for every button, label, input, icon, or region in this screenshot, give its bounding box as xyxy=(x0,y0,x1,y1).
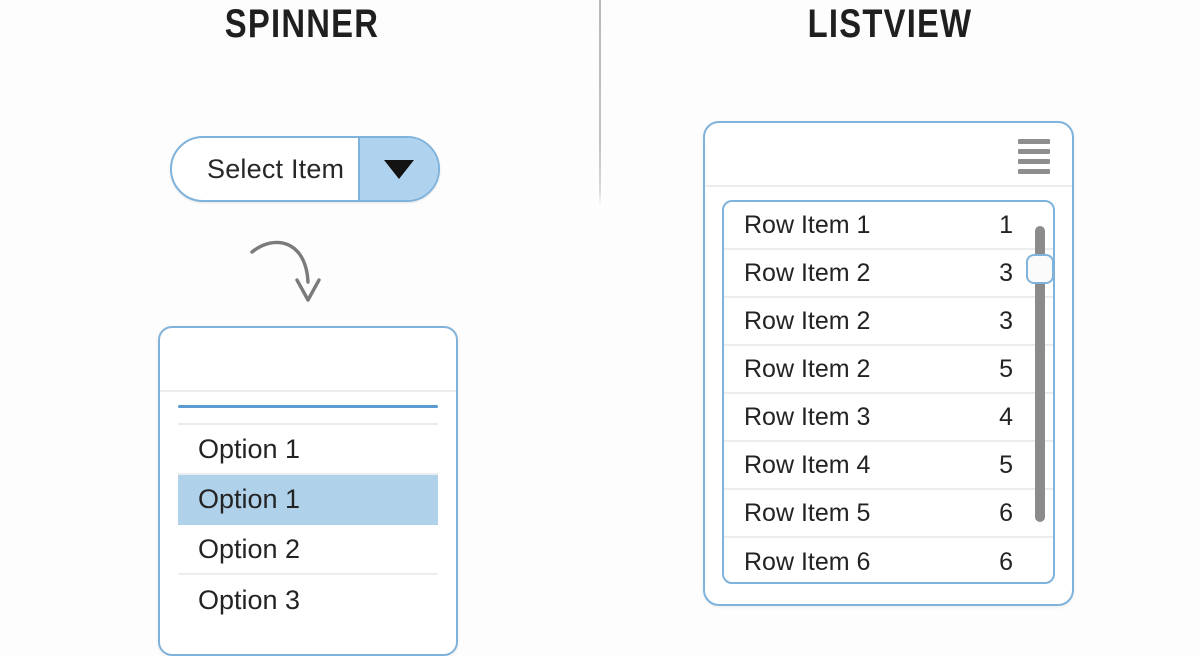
list-item[interactable]: Row Item 4 5 xyxy=(724,442,1053,490)
dropdown-header-rule xyxy=(160,390,456,392)
hamburger-menu-icon[interactable] xyxy=(1018,139,1050,174)
list-item[interactable]: Row Item 2 5 xyxy=(724,346,1053,394)
list-item[interactable]: Row Item 5 6 xyxy=(724,490,1053,538)
list-item-value: 4 xyxy=(999,402,1013,431)
caret-down-icon xyxy=(384,159,414,179)
spinner-select-button[interactable]: Select Item xyxy=(170,136,440,202)
list-item-label: Row Item 2 xyxy=(744,258,871,287)
listview-toolbar xyxy=(705,123,1072,187)
panel-divider xyxy=(599,0,601,206)
list-item-label: Row Item 2 xyxy=(744,306,871,335)
list-item-label: Row Item 1 xyxy=(744,210,871,239)
list-item-label: Row Item 3 xyxy=(744,402,871,431)
list-item[interactable]: Row Item 1 1 xyxy=(724,202,1053,250)
curved-arrow-icon xyxy=(250,240,321,302)
listview-panel-title: LISTVIEW xyxy=(807,2,973,46)
listview-listbox[interactable]: Row Item 1 1 Row Item 2 3 Row Item 2 3 R… xyxy=(722,200,1055,584)
list-item-value: 3 xyxy=(999,258,1013,287)
spinner-dropdown-panel[interactable]: Option 1 Option 1 Option 2 Option 3 xyxy=(158,326,458,656)
dropdown-faint-rule xyxy=(178,423,438,425)
list-item-label: Row Item 4 xyxy=(744,450,871,479)
list-item-label: Row Item 6 xyxy=(744,547,871,576)
dropdown-option-list: Option 1 Option 1 Option 2 Option 3 xyxy=(160,425,456,625)
list-item[interactable]: Row Item 2 3 xyxy=(724,250,1053,298)
list-item-label: Row Item 5 xyxy=(744,498,871,527)
list-item-value: 6 xyxy=(999,498,1013,527)
vertical-scrollbar[interactable] xyxy=(1035,226,1045,522)
list-item-value: 6 xyxy=(999,547,1013,576)
spinner-select-label: Select Item xyxy=(207,153,345,184)
spinner-dropdown-toggle[interactable] xyxy=(358,138,438,200)
list-item[interactable]: Row Item 2 3 xyxy=(724,298,1053,346)
dropdown-option-4[interactable]: Option 3 xyxy=(198,584,301,615)
scrollbar-thumb[interactable] xyxy=(1026,254,1054,284)
listview-card: Row Item 1 1 Row Item 2 3 Row Item 2 3 R… xyxy=(703,121,1074,606)
list-item[interactable]: Row Item 3 4 xyxy=(724,394,1053,442)
spinner-panel-title: SPINNER xyxy=(224,2,380,46)
dropdown-option-1[interactable]: Option 1 xyxy=(178,425,438,475)
list-item-value: 5 xyxy=(999,354,1013,383)
dropdown-header xyxy=(160,328,456,390)
list-item-value: 5 xyxy=(999,450,1013,479)
list-item-label: Row Item 2 xyxy=(744,354,871,383)
dropdown-option-2-selected[interactable]: Option 1 xyxy=(178,475,438,525)
list-item-value: 1 xyxy=(999,210,1013,239)
list-item[interactable]: Row Item 6 6 xyxy=(724,538,1053,582)
list-item-value: 3 xyxy=(999,306,1013,335)
dropdown-accent-rule xyxy=(178,405,438,408)
dropdown-option-3[interactable]: Option 2 xyxy=(178,525,438,575)
